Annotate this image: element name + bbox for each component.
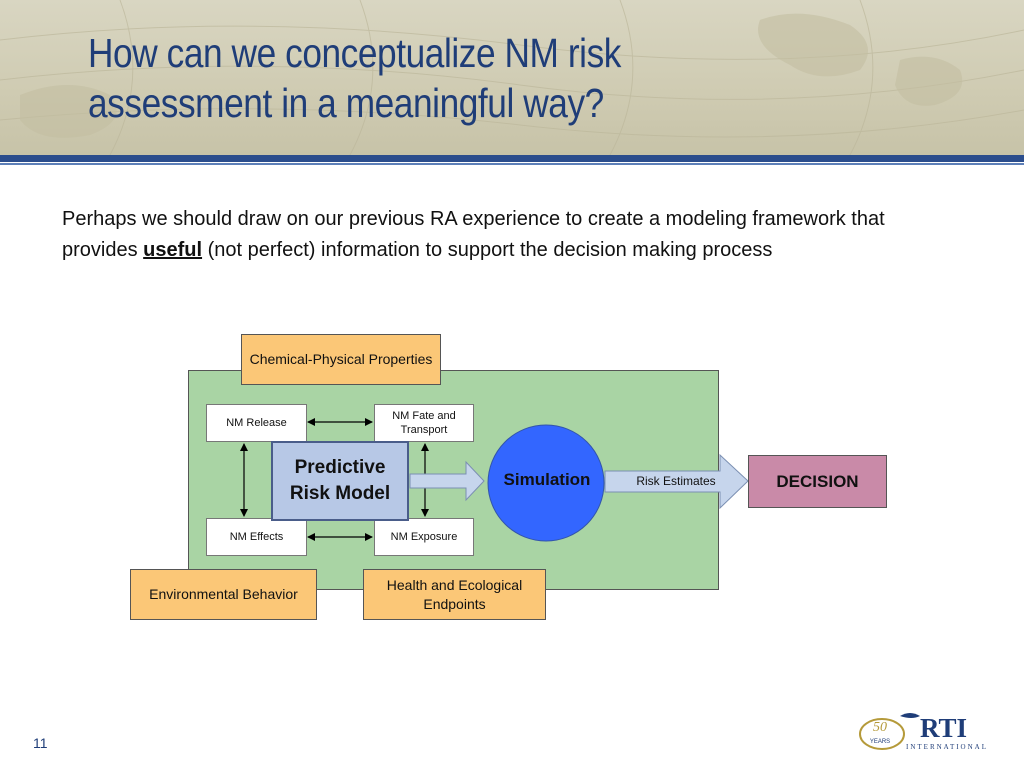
body-text-emphasis: useful — [143, 239, 203, 261]
rti-logo: 50 YEARS RTI INTERNATIONAL — [858, 708, 1004, 757]
environmental-behavior-box: Environmental Behavior — [130, 569, 317, 620]
logo-years-number: 50 — [873, 720, 887, 735]
decision-box: DECISION — [748, 455, 887, 508]
risk-estimates-label: Risk Estimates — [636, 474, 716, 488]
risk-estimates-arrow — [604, 453, 749, 510]
nm-release-box: NM Release — [206, 404, 307, 442]
slide-title: How can we conceptualize NM risk assessm… — [88, 30, 621, 126]
body-paragraph: Perhaps we should draw on our previous R… — [62, 204, 962, 266]
rti-logo-mark: 50 YEARS RTI INTERNATIONAL — [859, 713, 988, 751]
page-number: 11 — [33, 735, 48, 751]
logo-name: RTI — [920, 713, 967, 743]
world-map-background — [0, 0, 1024, 155]
body-text-before: Perhaps we should draw on our previous R… — [62, 208, 885, 261]
slide-header — [0, 0, 1024, 155]
nm-fate-box: NM Fate and Transport — [374, 404, 474, 442]
simulation-circle — [487, 424, 605, 542]
header-rule-thin — [0, 163, 1024, 165]
body-text-after: (not perfect) information to support the… — [202, 239, 773, 261]
model-to-simulation-arrow — [409, 460, 485, 502]
logo-subtitle: INTERNATIONAL — [906, 743, 988, 751]
logo-years-label: YEARS — [870, 739, 890, 745]
predictive-risk-model-box: Predictive Risk Model — [271, 441, 409, 521]
health-endpoints-box: Health and Ecological Endpoints — [363, 569, 546, 620]
nm-exposure-box: NM Exposure — [374, 518, 474, 556]
header-rule — [0, 155, 1024, 162]
simulation-label: Simulation — [503, 470, 591, 489]
chemical-physical-box: Chemical-Physical Properties — [241, 334, 441, 385]
nm-effects-box: NM Effects — [206, 518, 307, 556]
